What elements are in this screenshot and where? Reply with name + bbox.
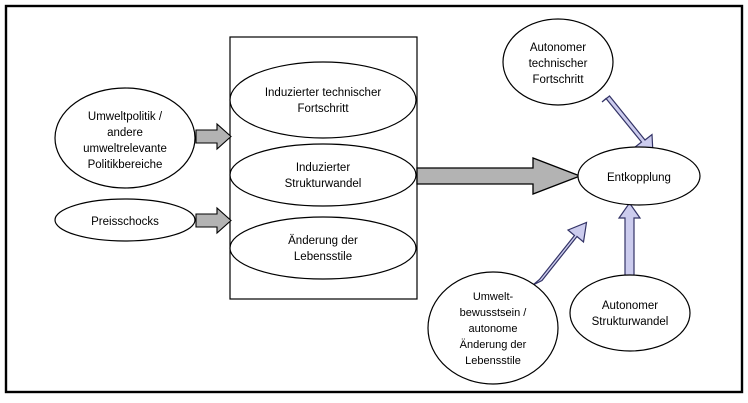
node-autonomer-strukturwandel-line-0: Autonomer [602,300,658,312]
edge-umweltpolitik-to-box [195,122,232,151]
node-autonomer-strukturwandel-line-1: Strukturwandel [592,316,669,328]
node-preisschocks-line-0: Preisschocks [91,216,159,228]
node-autonomer-strukturwandel-shape[interactable] [569,274,691,352]
node-aenderung-der-lebensstile-line-1: Lebensstile [294,251,352,263]
node-induzierter-strukturwandel-line-1: Strukturwandel [285,178,362,190]
node-umweltbewusstsein-line-0: Umwelt- [473,291,514,303]
node-autonomer-technischer-fortschritt-line-0: Autonomer [530,42,586,54]
node-autonomer-strukturwandel[interactable]: Autonomer Strukturwandel [569,274,691,352]
node-umweltbewusstsein-line-2: autonome [469,323,518,335]
edge-autonomer-strukturwandel-to-entkopplung [617,201,642,277]
node-entkopplung-line-0: Entkopplung [607,172,671,184]
node-umweltbewusstsein[interactable]: Umwelt- bewusstsein / autonome Änderung … [427,271,559,385]
node-autonomer-technischer-fortschritt-line-1: technischer [529,58,588,70]
node-umweltbewusstsein-line-3: Änderung der [460,339,527,351]
node-umweltpolitik-line-2: umweltrelevante [83,143,167,155]
node-umweltbewusstsein-line-1: bewusstsein / [460,307,528,319]
node-induzierter-technischer-fortschritt-shape[interactable] [229,61,417,139]
node-autonomer-technischer-fortschritt[interactable]: Autonomer technischer Fortschritt [502,18,614,106]
node-autonomer-technischer-fortschritt-line-2: Fortschritt [532,74,584,86]
node-induzierter-technischer-fortschritt[interactable]: Induzierter technischer Fortschritt [229,61,417,139]
node-induzierter-strukturwandel-shape[interactable] [229,143,417,207]
node-induzierter-strukturwandel[interactable]: Induzierter Strukturwandel [229,143,417,207]
node-umweltpolitik-line-0: Umweltpolitik / [88,111,163,123]
node-induzierter-technischer-fortschritt-line-0: Induzierter technischer [265,87,382,99]
edge-box-to-entkopplung [416,157,582,195]
node-umweltpolitik-line-3: Politikbereiche [88,159,163,171]
node-aenderung-der-lebensstile[interactable]: Änderung der Lebensstile [229,216,417,280]
node-induzierter-technischer-fortschritt-line-1: Fortschritt [297,103,349,115]
node-autonomer-technischer-fortschritt-shape[interactable] [502,18,614,106]
node-umweltbewusstsein-line-4: Lebensstile [465,355,521,367]
node-induzierter-strukturwandel-line-0: Induzierter [296,162,351,174]
node-umweltbewusstsein-shape[interactable] [427,271,559,385]
node-aenderung-der-lebensstile-shape[interactable] [229,216,417,280]
node-umweltpolitik[interactable]: Umweltpolitik / andere umweltrelevante P… [54,87,196,189]
edge-umweltbewusstsein-to-entkopplung [532,221,588,286]
node-umweltpolitik-shape[interactable] [54,87,196,189]
node-preisschocks-shape[interactable] [54,198,196,242]
node-preisschocks[interactable]: Preisschocks [54,198,196,242]
node-entkopplung[interactable]: Entkopplung [577,146,701,206]
node-umweltpolitik-line-1: andere [107,127,143,139]
node-entkopplung-shape[interactable] [577,146,701,206]
node-aenderung-der-lebensstile-line-0: Änderung der [288,235,358,247]
edge-preisschocks-to-box [195,206,232,235]
